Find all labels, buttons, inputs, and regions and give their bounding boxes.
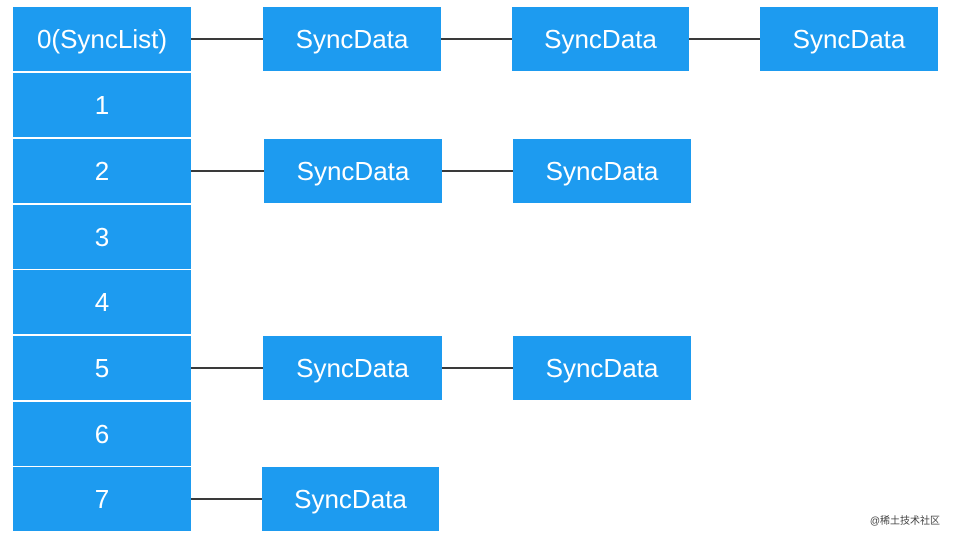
watermark: @稀土技术社区 — [869, 516, 940, 527]
connector-line — [689, 38, 760, 40]
slot-7: 7 — [13, 467, 191, 531]
slot-6: 6 — [13, 402, 191, 466]
slot-1: 1 — [13, 73, 191, 137]
connector-line — [441, 38, 512, 40]
slot-0: 0(SyncList) — [13, 7, 191, 71]
slot-4: 4 — [13, 270, 191, 334]
connector-line — [191, 498, 262, 500]
syncdata-node: SyncData — [513, 336, 691, 400]
syncdata-node: SyncData — [262, 467, 439, 531]
connector-line — [191, 38, 263, 40]
syncdata-node: SyncData — [512, 7, 689, 71]
connector-line — [191, 367, 263, 369]
syncdata-node: SyncData — [264, 139, 442, 203]
slot-3: 3 — [13, 205, 191, 269]
connector-line — [191, 170, 264, 172]
syncdata-node: SyncData — [263, 7, 441, 71]
syncdata-node: SyncData — [513, 139, 691, 203]
syncdata-node: SyncData — [263, 336, 442, 400]
connector-line — [442, 367, 513, 369]
slot-5: 5 — [13, 336, 191, 400]
syncdata-node: SyncData — [760, 7, 938, 71]
slot-2: 2 — [13, 139, 191, 203]
connector-line — [442, 170, 513, 172]
